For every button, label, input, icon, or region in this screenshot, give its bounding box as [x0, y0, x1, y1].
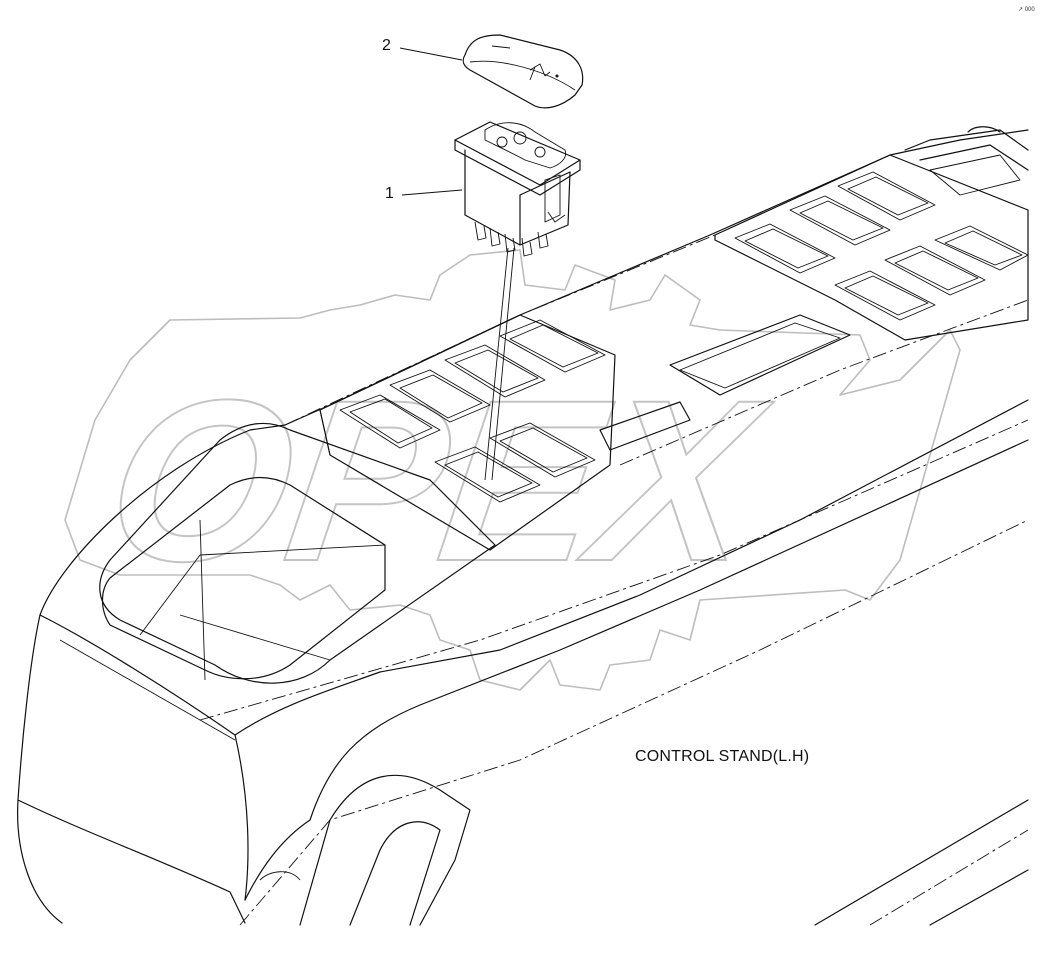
- corner-mark: ↗ 000: [1018, 7, 1035, 13]
- drawing-caption: CONTROL STAND(L.H): [635, 748, 810, 765]
- rocker-switch[interactable]: [454, 121, 581, 257]
- watermark-gear: [64, 249, 961, 691]
- assembly-leader-line: [484, 247, 509, 481]
- callout-1: 1: [385, 185, 394, 202]
- callout-2: 2: [382, 37, 391, 54]
- watermark-letters: OPEX: [94, 352, 781, 609]
- control-stand-body: [17, 126, 1029, 926]
- switch-cap[interactable]: [462, 34, 584, 109]
- wiper-icon: [529, 63, 559, 81]
- watermark: OPEX: [64, 249, 961, 691]
- callout-leader-1: [401, 189, 463, 196]
- callout-leader-2: [399, 47, 463, 61]
- assembly-leader-line-2: [491, 247, 515, 481]
